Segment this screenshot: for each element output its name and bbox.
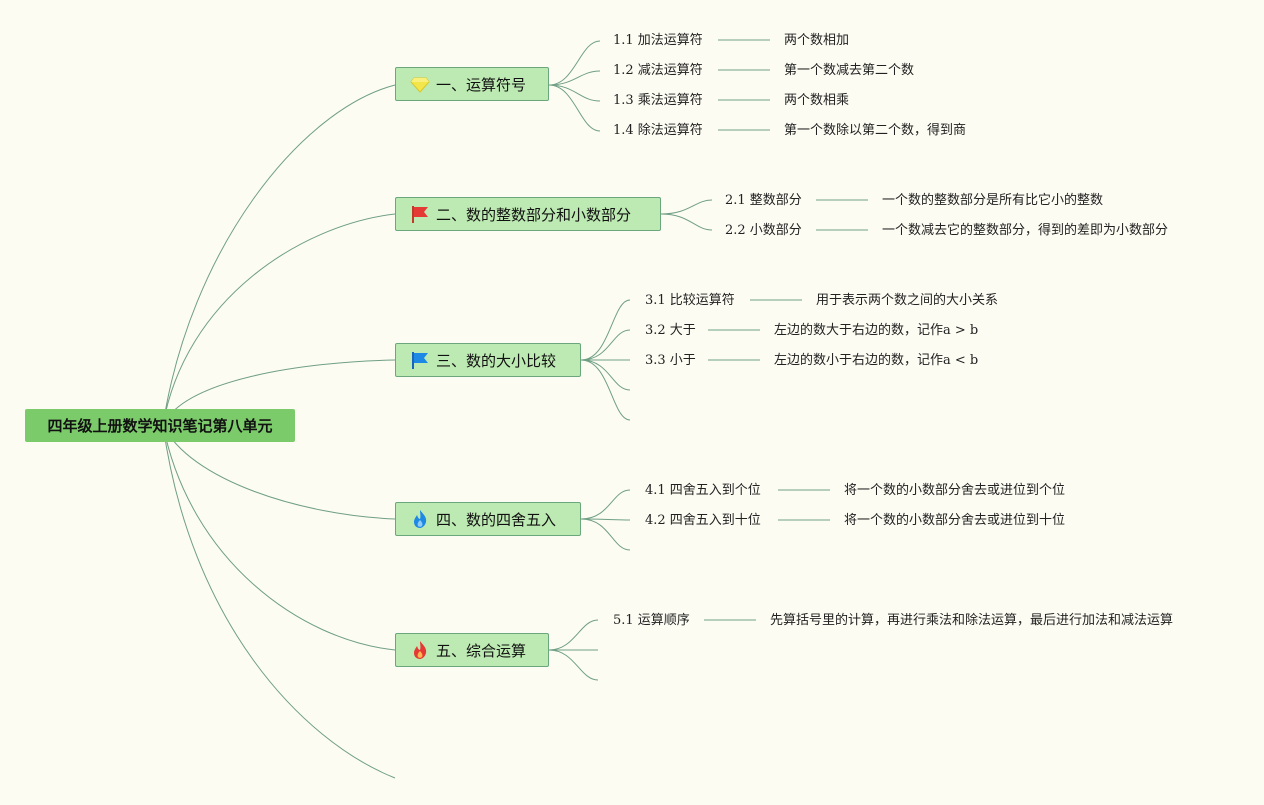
subtopic-desc[interactable]: 将一个数的小数部分舍去或进位到个位 [844,483,1066,498]
topic-mixed-operations[interactable]: 五、综合运算 [395,633,549,667]
subtopic-desc[interactable]: 左边的数小于右边的数，记作a < b [774,353,979,368]
subtopic-label[interactable]: 3.2 大于 [645,323,696,338]
subtopic-label[interactable]: 1.1 加法运算符 [613,33,703,48]
subtopic-desc[interactable]: 一个数的整数部分是所有比它小的整数 [882,193,1104,208]
subtopic-label[interactable]: 4.2 四舍五入到十位 [645,513,761,528]
subtopic-label[interactable]: 1.4 除法运算符 [613,123,703,138]
topic-title: 四、数的四舍五入 [436,510,557,529]
subtopic-desc[interactable]: 左边的数大于右边的数，记作a > b [774,323,979,338]
subtopic-desc[interactable]: 用于表示两个数之间的大小关系 [816,293,999,308]
subtopic-label[interactable]: 1.3 乘法运算符 [613,93,703,108]
subtopic-desc[interactable]: 两个数相乘 [784,93,850,108]
blue-flame-icon [414,510,427,528]
subtopic-label[interactable]: 1.2 减法运算符 [613,63,703,78]
topic-title: 五、综合运算 [436,641,527,660]
topic-rounding[interactable]: 四、数的四舍五入 [395,502,581,536]
topic-title: 三、数的大小比较 [436,351,557,370]
red-flag-icon [412,206,428,223]
subtopic-desc[interactable]: 先算括号里的计算，再进行乘法和除法运算，最后进行加法和减法运算 [770,613,1174,628]
topic-title: 一、运算符号 [436,75,527,94]
subtopic-desc[interactable]: 第一个数减去第二个数 [784,63,915,78]
diamond-icon [410,77,430,93]
topic-title: 二、数的整数部分和小数部分 [436,205,632,224]
subtopic-label[interactable]: 2.1 整数部分 [725,193,802,208]
subtopic-label[interactable]: 5.1 运算顺序 [613,613,690,628]
subtopic-desc[interactable]: 一个数减去它的整数部分，得到的差即为小数部分 [882,223,1169,238]
subtopic-label[interactable]: 2.2 小数部分 [725,223,802,238]
subtopic-desc[interactable]: 两个数相加 [784,33,850,48]
topic-operators[interactable]: 一、运算符号 [395,67,549,101]
subtopic-label[interactable]: 3.3 小于 [645,353,696,368]
topic-size-comparison[interactable]: 三、数的大小比较 [395,343,581,377]
subtopic-desc[interactable]: 将一个数的小数部分舍去或进位到十位 [844,513,1066,528]
subtopic-desc[interactable]: 第一个数除以第二个数，得到商 [784,123,967,138]
subtopic-label[interactable]: 4.1 四舍五入到个位 [645,483,761,498]
blue-flag-icon [412,352,428,369]
root-title: 四年级上册数学知识笔记第八单元 [47,417,273,435]
root-topic[interactable]: 四年级上册数学知识笔记第八单元 [25,409,295,442]
red-flame-icon [414,641,427,659]
topic-integer-decimal-parts[interactable]: 二、数的整数部分和小数部分 [395,197,661,231]
subtopic-label[interactable]: 3.1 比较运算符 [645,293,735,308]
